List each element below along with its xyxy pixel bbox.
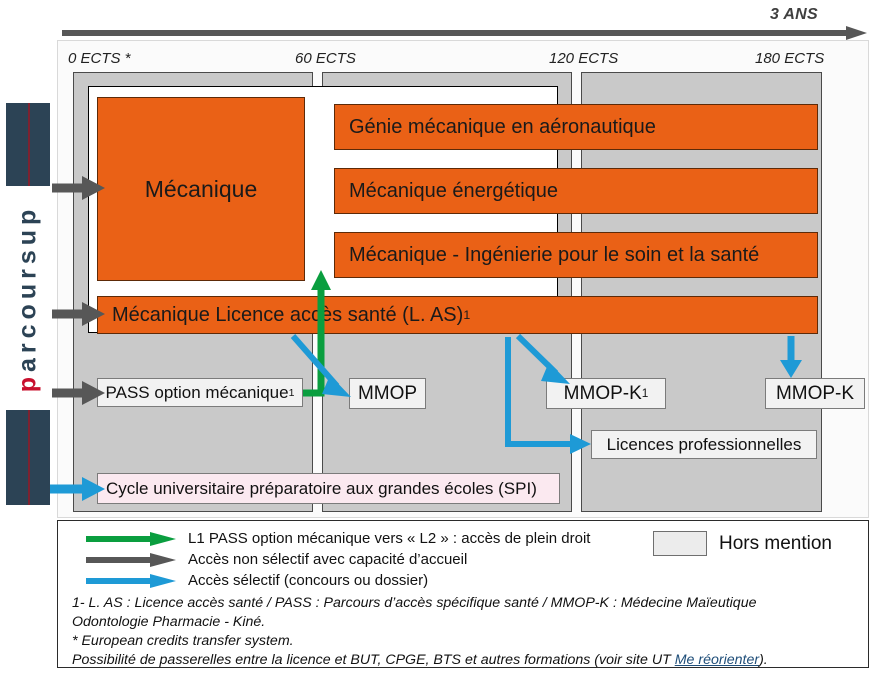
duration-label: 3 ANS	[769, 6, 818, 23]
logo-red-line	[28, 103, 30, 186]
footnote-text-after: ).	[759, 651, 768, 668]
program-label: Mécanique - Ingénierie pour le soin et l…	[349, 243, 760, 266]
program-label: Mécanique	[144, 175, 258, 202]
hors-mention-label: MMOP-K	[775, 382, 855, 404]
ects-tick-60: 60 ECTS	[295, 50, 356, 67]
footnote-marker: 1	[641, 387, 649, 400]
legend-label: Accès non sélectif avec capacité d’accue…	[188, 551, 468, 568]
program-label: Génie mécanique en aéronautique	[349, 115, 656, 138]
hors-mention-label: MMOP	[357, 382, 418, 404]
program-label: Mécanique Licence accès santé (L. AS)	[112, 303, 464, 326]
blue-arrow-icon	[86, 573, 176, 588]
footnote-line-4: Possibilité de passerelles entre la lice…	[72, 651, 858, 670]
legend-item-blue: Accès sélectif (concours ou dossier)	[86, 570, 590, 591]
hors-mention-label: MMOP-K	[563, 382, 642, 404]
program-box-mecanique-licence-acces-sante[interactable]: Mécanique Licence accès santé (L. AS)1	[97, 296, 818, 334]
hors-mention-label: Licences professionnelles	[606, 434, 802, 454]
me-reorienter-link[interactable]: Me réorienter	[674, 651, 760, 668]
timeline-arrow-icon	[62, 26, 867, 40]
program-label: Mécanique énergétique	[349, 179, 559, 202]
footnote-text-before: Possibilité de passerelles entre la lice…	[72, 651, 675, 668]
program-box-mecanique-ingenierie-soin-sante[interactable]: Mécanique - Ingénierie pour le soin et l…	[334, 232, 818, 278]
program-box-mecanique[interactable]: Mécanique	[97, 97, 305, 281]
gray-arrow-icon	[86, 552, 176, 567]
logo-wordmark: parcoursup	[13, 204, 42, 392]
parcoursup-logo: parcoursup	[6, 103, 50, 505]
logo-text-block: parcoursup	[6, 186, 50, 410]
footnotes: 1- L. AS : Licence accès santé / PASS : …	[72, 594, 858, 670]
logo-red-line	[28, 410, 30, 505]
program-box-genie-mecanique-aeronautique[interactable]: Génie mécanique en aéronautique	[334, 104, 818, 150]
footnote-line-1: 1- L. AS : Licence accès santé / PASS : …	[72, 595, 757, 611]
legend-hors-mention: Hors mention	[653, 531, 832, 556]
hors-mention-box-mmop-k-2[interactable]: MMOP-K	[765, 378, 865, 409]
ects-tick-0: 0 ECTS *	[68, 50, 131, 67]
logo-rest: arcoursup	[13, 204, 42, 372]
green-arrow-icon	[86, 531, 176, 546]
hors-mention-box-cycle-preparatoire[interactable]: Cycle universitaire préparatoire aux gra…	[97, 473, 560, 504]
legend-rows: L1 PASS option mécanique vers « L2 » : a…	[86, 528, 590, 591]
hors-mention-label: PASS option mécanique	[105, 382, 289, 402]
program-box-mecanique-energetique[interactable]: Mécanique énergétique	[334, 168, 818, 214]
legend-item-gray: Accès non sélectif avec capacité d’accue…	[86, 549, 590, 570]
hors-mention-box-mmop[interactable]: MMOP	[349, 378, 426, 409]
hors-mention-label: Cycle universitaire préparatoire aux gra…	[106, 478, 537, 498]
legend-label: L1 PASS option mécanique vers « L2 » : a…	[188, 530, 591, 547]
hors-mention-box-licences-professionnelles[interactable]: Licences professionnelles	[591, 430, 817, 459]
ects-tick-120: 120 ECTS	[549, 50, 619, 67]
footnote-marker: 1	[463, 308, 471, 322]
logo-bottom-block	[6, 410, 50, 505]
legend-label: Accès sélectif (concours ou dossier)	[188, 572, 429, 589]
footnote-line-2: Odontologie Pharmacie - Kiné.	[72, 613, 266, 630]
footnote-line-3: * European credits transfer system.	[72, 632, 294, 649]
hors-mention-swatch	[653, 531, 707, 556]
legend-item-green: L1 PASS option mécanique vers « L2 » : a…	[86, 528, 590, 549]
footnote-marker: 1	[288, 386, 295, 399]
logo-top-block	[6, 103, 50, 186]
legend-panel: L1 PASS option mécanique vers « L2 » : a…	[57, 520, 869, 668]
legend-label: Hors mention	[719, 532, 832, 554]
logo-first-letter: p	[13, 371, 42, 392]
ects-tick-180: 180 ECTS	[755, 50, 825, 67]
